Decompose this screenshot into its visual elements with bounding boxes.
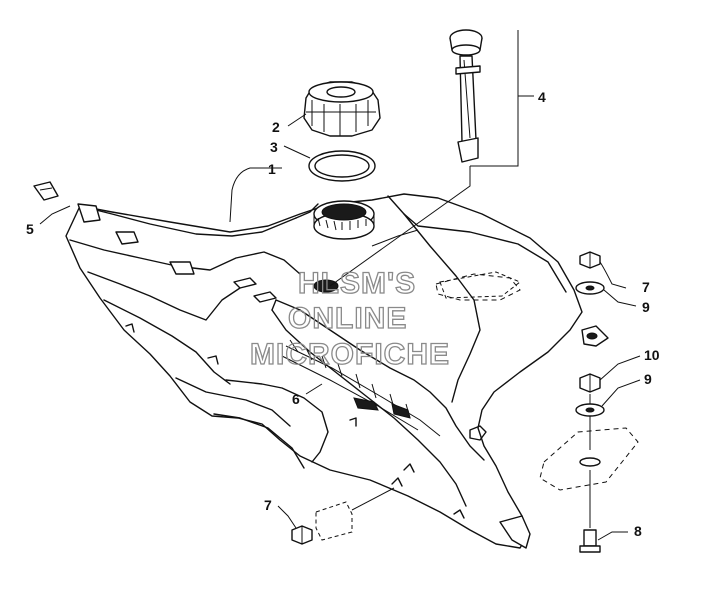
callout-5: 5 [26, 221, 34, 237]
watermark: HLSM'S ONLINE MICROFICHE [249, 266, 450, 371]
watermark-line-1: HLSM'S [298, 267, 416, 300]
callout-7-lower: 7 [264, 497, 272, 513]
callout-2: 2 [272, 119, 280, 135]
fuel-level-sender [329, 29, 483, 287]
callout-7-upper: 7 [642, 279, 650, 295]
callout-6: 6 [292, 391, 300, 407]
callout-4: 4 [538, 89, 546, 105]
gasket [308, 150, 376, 182]
callout-3: 3 [270, 139, 278, 155]
watermark-line-3: MICROFICHE [250, 338, 450, 371]
hardware-bottom [291, 487, 395, 545]
callout-10: 10 [644, 347, 660, 363]
callout-9-upper: 9 [642, 299, 650, 315]
decal-outline [439, 271, 521, 299]
watermark-line-2: ONLINE [288, 302, 407, 335]
gas-cap [303, 81, 381, 137]
callout-8: 8 [634, 523, 642, 539]
hardware-stack-right [539, 251, 639, 553]
gas-tank [65, 193, 609, 549]
callout-labels: 1 2 3 4 5 6 7 9 10 9 7 8 [26, 89, 660, 539]
callout-9-lower: 9 [644, 371, 652, 387]
clip [33, 181, 59, 201]
callout-1: 1 [268, 161, 276, 177]
leader-lines [39, 30, 641, 541]
